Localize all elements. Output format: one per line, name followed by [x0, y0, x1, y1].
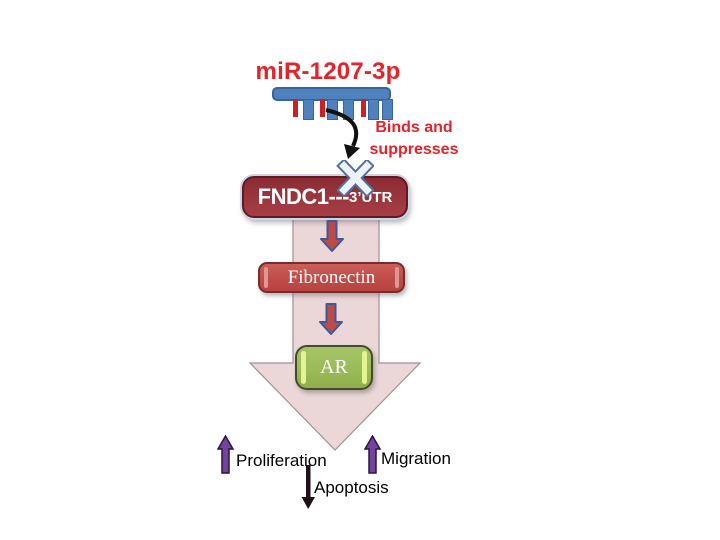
- binds-line2: suppresses: [369, 141, 459, 158]
- ar-label: AR: [320, 356, 348, 378]
- apoptosis-label: Apoptosis: [314, 478, 389, 497]
- curved-black-arrow-icon: [325, 108, 360, 159]
- apoptosis-down-arrow-icon: [301, 465, 315, 509]
- migration-up-arrow-icon: [364, 435, 381, 474]
- utr-label: 3’UTR: [348, 188, 393, 206]
- comb-tooth-red: [361, 99, 366, 117]
- comb-tooth-blue: [368, 99, 379, 120]
- fndc1-label: FNDC1---: [257, 184, 350, 209]
- red-blue-down-arrow-icon: [319, 303, 343, 335]
- mirna-binding-comb-icon: [272, 87, 393, 123]
- fibronectin-label: Fibronectin: [287, 266, 376, 288]
- fndc1-3utr-box: FNDC1---3’UTR: [242, 176, 408, 218]
- migration-label: Migration: [381, 449, 451, 468]
- mirna-title: miR-1207-3p: [255, 58, 401, 85]
- binds-suppresses-label: Binds and suppresses: [366, 117, 462, 161]
- comb-tooth-red: [320, 99, 325, 117]
- ar-box: AR: [295, 345, 373, 390]
- proliferation-label: Proliferation: [236, 451, 327, 470]
- fibronectin-box: Fibronectin: [258, 262, 405, 293]
- proliferation-up-arrow-icon: [217, 435, 234, 474]
- comb-tooth-blue: [382, 99, 393, 120]
- binds-line1: Binds and: [375, 119, 453, 136]
- comb-tooth-blue: [303, 99, 314, 120]
- red-blue-down-arrow-icon: [320, 220, 344, 252]
- comb-tooth-red: [293, 99, 298, 117]
- x-suppression-icon: [336, 160, 374, 197]
